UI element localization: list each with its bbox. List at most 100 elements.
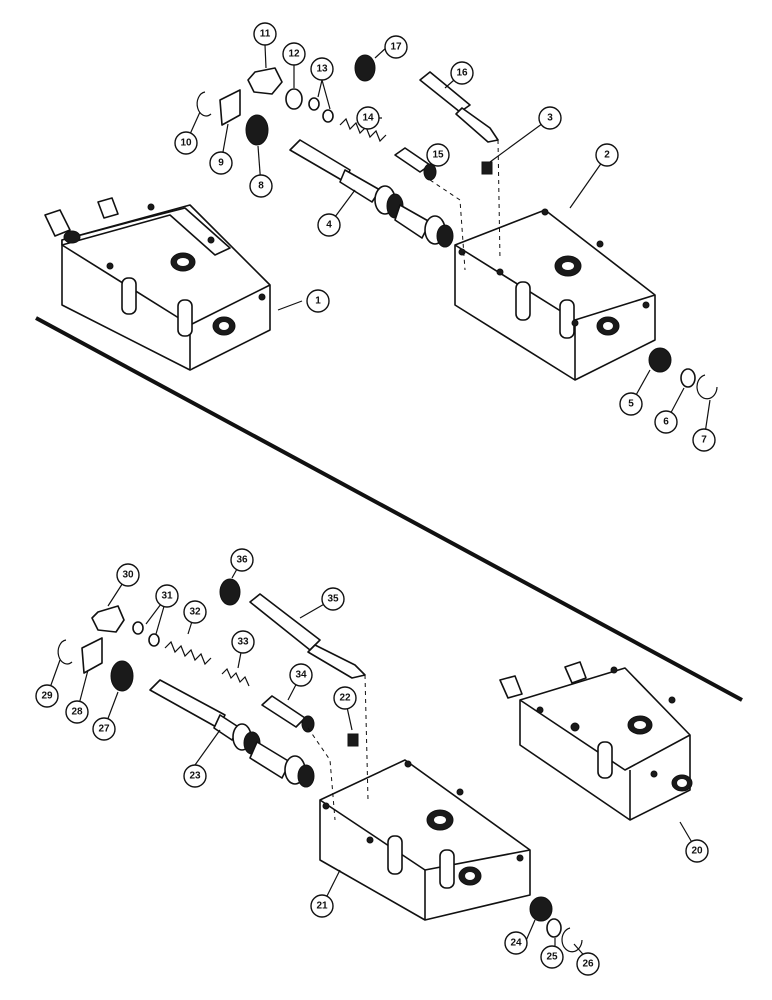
spring-32 [164, 640, 212, 666]
callout-13: 13 [310, 57, 334, 81]
seal-8 [245, 114, 269, 146]
callout-1: 1 [306, 289, 330, 313]
callout-23: 23 [183, 764, 207, 788]
callout-label-35: 35 [327, 594, 339, 605]
callout-label-21: 21 [316, 901, 328, 912]
callout-label-16: 16 [456, 68, 468, 79]
callout-6: 6 [654, 410, 678, 434]
callout-label-29: 29 [41, 691, 53, 702]
o-ring-25 [546, 918, 562, 938]
callout-22: 22 [333, 686, 357, 710]
callout-label-10: 10 [180, 138, 192, 149]
valve-housing-1 [44, 197, 271, 371]
o-ring-31a [132, 621, 144, 635]
alignment-dash-lower-2 [364, 674, 369, 801]
callout-label-22: 22 [339, 693, 351, 704]
callout-label-3: 3 [547, 113, 553, 124]
callout-label-36: 36 [236, 555, 248, 566]
callout-label-28: 28 [71, 707, 83, 718]
callout-label-1: 1 [315, 296, 321, 307]
seal-17 [354, 54, 376, 82]
valve-housing-21 [319, 759, 531, 921]
callout-label-14: 14 [362, 113, 374, 124]
plate-28 [81, 637, 103, 674]
o-ring-12 [285, 88, 303, 110]
callout-label-26: 26 [582, 959, 594, 970]
callout-label-11: 11 [260, 29, 271, 40]
alignment-dash-upper-1 [429, 179, 466, 271]
callout-4: 4 [317, 213, 341, 237]
snap-ring-7 [696, 374, 718, 400]
callout-8: 8 [249, 174, 273, 198]
callout-label-13: 13 [316, 64, 328, 75]
plunger-34 [261, 695, 315, 733]
callout-label-8: 8 [258, 181, 264, 192]
callout-label-23: 23 [189, 771, 201, 782]
o-ring-6 [680, 368, 696, 388]
callout-label-15: 15 [432, 150, 444, 161]
callout-9: 9 [209, 151, 233, 175]
callout-label-25: 25 [546, 952, 558, 963]
o-ring-13a [308, 97, 320, 111]
callout-label-24: 24 [510, 938, 522, 949]
o-ring-13b [322, 109, 334, 123]
callout-label-2: 2 [604, 150, 610, 161]
set-screw-3 [481, 161, 493, 175]
spool-23 [149, 679, 315, 788]
callout-label-4: 4 [326, 220, 332, 231]
callout-33: 33 [231, 630, 255, 654]
plug-30 [91, 605, 125, 633]
callout-26: 26 [576, 952, 600, 976]
callout-7: 7 [692, 428, 716, 452]
plug-11 [247, 67, 283, 95]
snap-ring-10 [196, 91, 212, 117]
callout-label-30: 30 [122, 570, 134, 581]
callout-12: 12 [282, 42, 306, 66]
callout-label-7: 7 [701, 435, 707, 446]
callout-14: 14 [356, 106, 380, 130]
spring-33 [221, 667, 250, 687]
plug-5 [648, 347, 672, 373]
callout-label-5: 5 [628, 399, 634, 410]
callout-label-20: 20 [691, 846, 703, 857]
callout-label-33: 33 [237, 637, 249, 648]
callout-25: 25 [540, 945, 564, 969]
o-ring-31b [148, 633, 160, 647]
rod-16 [419, 71, 499, 143]
callout-31: 31 [155, 584, 179, 608]
callout-10: 10 [174, 131, 198, 155]
callout-34: 34 [289, 663, 313, 687]
callout-27: 27 [92, 717, 116, 741]
callout-15: 15 [426, 143, 450, 167]
callout-label-9: 9 [218, 158, 224, 169]
spool-4 [289, 139, 454, 248]
callout-32: 32 [183, 600, 207, 624]
plug-24 [529, 896, 553, 922]
callout-3: 3 [538, 106, 562, 130]
callout-24: 24 [504, 931, 528, 955]
callout-28: 28 [65, 700, 89, 724]
callout-label-32: 32 [189, 607, 201, 618]
callout-29: 29 [35, 684, 59, 708]
callout-20: 20 [685, 839, 709, 863]
rod-35 [249, 593, 366, 679]
callout-label-17: 17 [390, 42, 402, 53]
seal-27 [110, 660, 134, 692]
callout-label-6: 6 [663, 417, 669, 428]
callout-label-12: 12 [288, 49, 300, 60]
callout-21: 21 [310, 894, 334, 918]
callout-label-31: 31 [161, 591, 173, 602]
callout-36: 36 [230, 548, 254, 572]
callout-label-27: 27 [98, 724, 110, 735]
callout-35: 35 [321, 587, 345, 611]
valve-housing-20 [499, 661, 693, 821]
callout-2: 2 [595, 143, 619, 167]
callout-11: 11 [253, 22, 277, 46]
spring-14 [339, 117, 387, 143]
callout-16: 16 [450, 61, 474, 85]
snap-ring-26 [561, 927, 583, 953]
set-screw-22 [347, 733, 359, 747]
callout-label-34: 34 [295, 670, 307, 681]
callout-30: 30 [116, 563, 140, 587]
